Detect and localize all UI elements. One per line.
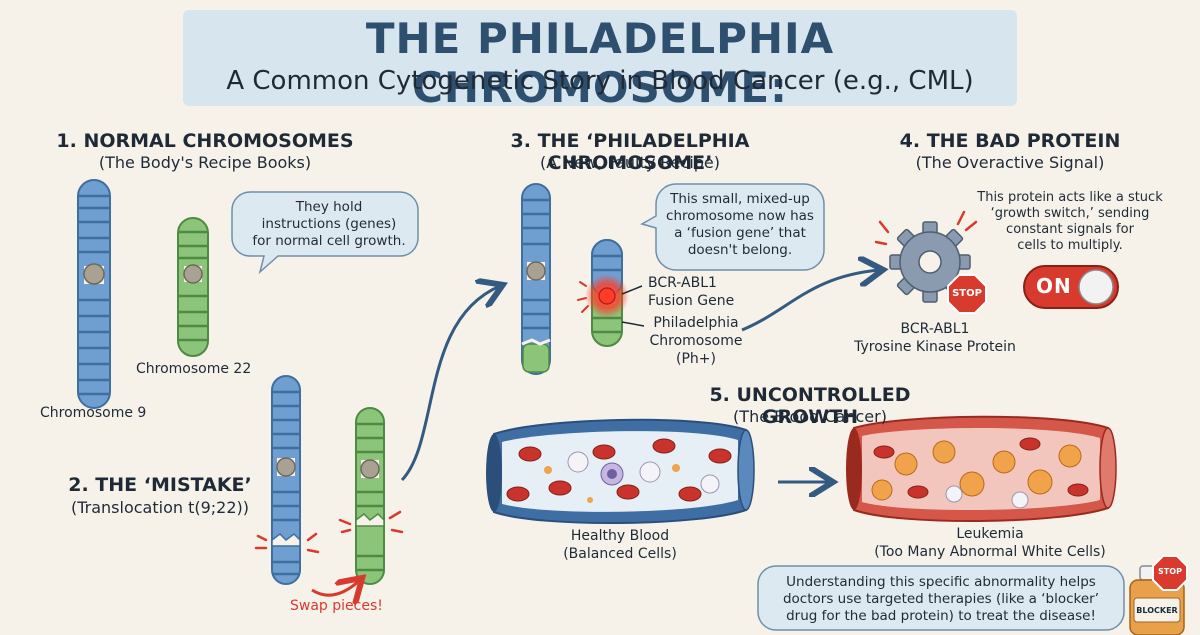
on-switch-icon xyxy=(1023,265,1119,309)
philadelphia-chromosome-icon xyxy=(577,239,629,347)
section-3-subheading: (A New, Faulty Recipe) xyxy=(539,153,721,172)
footer-note-bubble xyxy=(757,565,1125,631)
swap-pieces-label: Swap pieces! xyxy=(290,598,383,614)
healthy-blood-label: Healthy Blood (Balanced Cells) xyxy=(563,528,677,562)
chromosome-22-label: Chromosome 22 xyxy=(136,361,252,377)
fusion-gene-label: BCR-ABL1 Fusion Gene xyxy=(648,275,735,309)
ph-pointer xyxy=(621,321,645,327)
broken-chromosome-9-icon xyxy=(271,375,301,585)
bottle-stop-sign-icon xyxy=(1152,555,1188,591)
section-4-heading: 4. THE BAD PROTEIN xyxy=(899,130,1121,152)
bottle-label: BLOCKER xyxy=(1136,606,1178,615)
swap-arrow xyxy=(311,580,360,595)
stop-sign-icon xyxy=(947,274,987,314)
title-banner xyxy=(183,10,1017,106)
leukemia-vessel-icon xyxy=(846,415,1117,523)
page-title: THE PHILADELPHIA CHROMOSOME: xyxy=(365,14,835,112)
fusion-pointer xyxy=(621,285,643,295)
section-4-subheading: (The Overactive Signal) xyxy=(915,153,1105,172)
section-5-heading: 5. UNCONTROLLED GROWTH xyxy=(709,384,911,428)
section-1-heading: 1. NORMAL CHROMOSOMES xyxy=(56,130,354,152)
derivative-chromosome-9-icon xyxy=(521,183,551,375)
arrow-to-section-4 xyxy=(741,270,880,332)
break-spark-icon xyxy=(254,532,320,554)
bottle-stop-text: STOP xyxy=(1158,567,1182,576)
section-1-bubble-text: They hold instructions (genes) for norma… xyxy=(252,199,406,249)
protein-description: This protein acts like a stuck ‘growth s… xyxy=(977,190,1163,253)
section-3-bubble-text: This small, mixed-up chromosome now has … xyxy=(666,191,814,258)
healthy-vessel-icon xyxy=(486,418,755,525)
switch-on-label: ON xyxy=(1036,274,1072,298)
alert-spark-icon xyxy=(874,210,978,246)
section-3-heading: 3. THE ‘PHILADELPHIA CHROMOSOME’ xyxy=(510,130,750,174)
break-spark-icon-2 xyxy=(338,510,404,534)
chromosome-9-label: Chromosome 9 xyxy=(40,405,147,421)
speech-bubble-3 xyxy=(640,183,825,271)
section-5-subheading: (The Blood Cancer) xyxy=(733,407,887,426)
chromosome-9-icon xyxy=(77,179,111,409)
section-2-subheading: (Translocation t(9;22)) xyxy=(70,498,250,517)
protein-label: BCR-ABL1 Tyrosine Kinase Protein xyxy=(854,321,1016,355)
chromosome-22-icon xyxy=(177,217,209,357)
footer-note-text: Understanding this specific abnormality … xyxy=(782,574,1100,624)
philadelphia-chromosome-label: Philadelphia Chromosome (Ph+) xyxy=(649,315,743,367)
broken-chromosome-22-icon xyxy=(355,407,385,585)
section-2-heading: 2. THE ‘MISTAKE’ xyxy=(68,474,252,496)
speech-bubble-1 xyxy=(231,191,419,275)
leukemia-label: Leukemia (Too Many Abnormal White Cells) xyxy=(874,526,1106,560)
page-subtitle: A Common Cytogenetic Story in Blood Canc… xyxy=(226,66,974,96)
section-1-subheading: (The Body's Recipe Books) xyxy=(98,153,312,172)
arrow-to-section-3 xyxy=(400,286,500,482)
stop-sign-text: STOP xyxy=(952,288,982,299)
